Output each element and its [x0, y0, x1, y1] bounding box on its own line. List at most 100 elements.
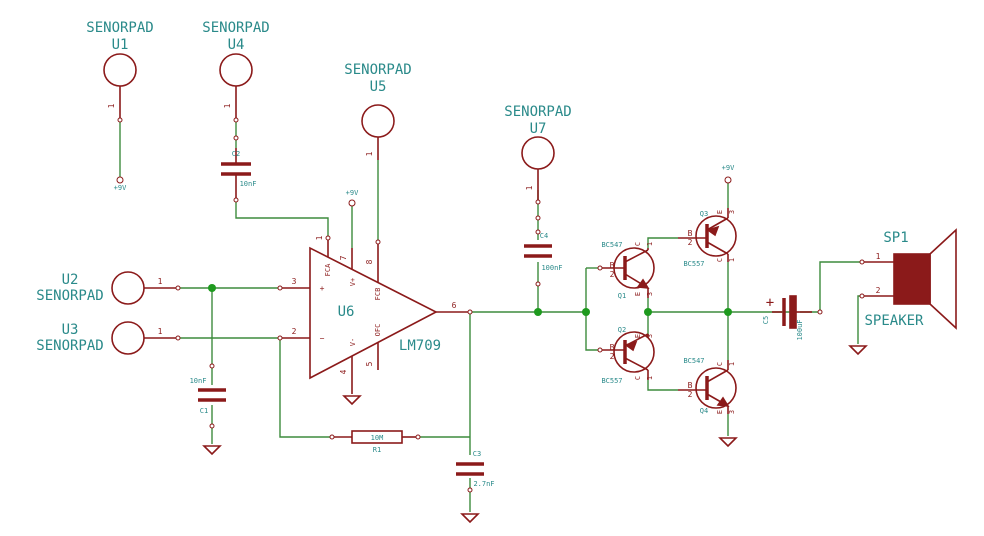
svg-text:8: 8 — [365, 259, 374, 264]
svg-text:SP1: SP1 — [883, 230, 908, 246]
svg-text:2: 2 — [876, 286, 881, 295]
svg-text:+9V: +9V — [722, 164, 735, 172]
svg-text:10M: 10M — [371, 434, 384, 442]
svg-text:SENORPAD: SENORPAD — [344, 62, 411, 78]
svg-text:4: 4 — [339, 369, 348, 374]
svg-text:C5: C5 — [762, 316, 770, 324]
svg-text:10nF: 10nF — [190, 377, 207, 385]
svg-text:C: C — [716, 362, 724, 366]
svg-text:3: 3 — [646, 334, 654, 338]
svg-text:E: E — [716, 210, 724, 214]
sensor-pad-u1: SENORPAD U1 1 +9V — [86, 20, 153, 192]
svg-text:B: B — [688, 229, 693, 238]
svg-text:100nF: 100nF — [541, 264, 562, 272]
transistor-q4: BC547 Q4 B 2 C 1 E 3 — [678, 357, 737, 415]
svg-text:U6: U6 — [338, 304, 355, 320]
svg-text:−: − — [320, 334, 325, 343]
sensor-pad-u7: SENORPAD U7 1 — [504, 104, 572, 221]
svg-text:C: C — [716, 258, 724, 262]
svg-text:SENORPAD: SENORPAD — [202, 20, 269, 36]
svg-text:2: 2 — [610, 352, 615, 361]
svg-text:FCA: FCA — [324, 263, 332, 276]
svg-text:1: 1 — [107, 103, 116, 108]
svg-text:C: C — [634, 242, 642, 246]
svg-text:E: E — [634, 334, 642, 338]
svg-text:C4: C4 — [540, 232, 548, 240]
svg-text:BC557: BC557 — [601, 377, 622, 385]
svg-text:V-: V- — [349, 338, 357, 346]
svg-text:C2: C2 — [232, 150, 240, 158]
svg-text:1: 1 — [158, 277, 163, 286]
svg-text:C3: C3 — [473, 450, 481, 458]
svg-text:2: 2 — [610, 270, 615, 279]
svg-text:3: 3 — [646, 292, 654, 296]
capacitor-c4: C4 100nF — [524, 229, 563, 287]
svg-text:2.7nF: 2.7nF — [473, 480, 494, 488]
capacitor-c1: 10nF C1 — [190, 363, 226, 429]
svg-text:SENORPAD: SENORPAD — [86, 20, 153, 36]
ground-symbols — [202, 345, 868, 524]
svg-text:6: 6 — [452, 301, 457, 310]
transistor-q2: Q2 BC557 B 2 E 3 C 1 — [597, 326, 655, 385]
svg-text:+9V: +9V — [346, 189, 359, 197]
svg-text:R1: R1 — [373, 446, 381, 454]
svg-text:1: 1 — [158, 327, 163, 336]
capacitor-c2: C2 10nF — [221, 135, 257, 203]
svg-text:U4: U4 — [228, 37, 245, 53]
svg-text:BC547: BC547 — [601, 241, 622, 249]
supply-9v-opamp: +9V — [346, 189, 359, 207]
svg-text:1: 1 — [365, 151, 374, 156]
transistor-q3: +9V Q3 BC557 B 2 E 3 C 1 — [678, 164, 737, 268]
capacitor-c5: + C5 100uF — [762, 295, 823, 341]
svg-text:E: E — [716, 410, 724, 414]
svg-text:2: 2 — [292, 327, 297, 336]
resistor-r1: 10M R1 — [329, 430, 421, 454]
transistor-q1: BC547 Q1 B 2 C 1 E 3 — [597, 241, 655, 300]
svg-text:3: 3 — [728, 210, 736, 214]
svg-text:Q1: Q1 — [618, 292, 626, 300]
speaker-sp1: SP1 1 2 SPEAKER — [859, 228, 957, 330]
svg-text:3: 3 — [292, 277, 297, 286]
sensor-pad-u5: SENORPAD U5 1 — [344, 62, 412, 160]
svg-text:SENORPAD: SENORPAD — [36, 338, 103, 354]
svg-text:1: 1 — [646, 376, 654, 380]
svg-text:100uF: 100uF — [796, 319, 804, 340]
svg-text:1: 1 — [728, 362, 736, 366]
svg-text:U1: U1 — [112, 37, 129, 53]
svg-text:Q4: Q4 — [700, 407, 708, 415]
svg-text:1: 1 — [315, 235, 324, 240]
svg-text:10nF: 10nF — [240, 180, 257, 188]
svg-text:Q2: Q2 — [618, 326, 626, 334]
svg-text:1: 1 — [876, 252, 881, 261]
svg-text:U2: U2 — [62, 272, 79, 288]
svg-text:B: B — [610, 343, 615, 352]
svg-text:U7: U7 — [530, 121, 547, 137]
junctions — [208, 284, 732, 316]
wires — [119, 120, 862, 512]
capacitor-c3: C3 2.7nF — [456, 450, 495, 493]
svg-text:LM709: LM709 — [399, 338, 441, 354]
svg-text:C: C — [634, 376, 642, 380]
svg-text:2: 2 — [688, 390, 693, 399]
svg-text:1: 1 — [525, 185, 534, 190]
svg-text:BC557: BC557 — [683, 260, 704, 268]
svg-text:FCB: FCB — [374, 288, 382, 301]
opamp-u6: 1 7 8 3 2 4 5 6 FCA V+ FCB + − V- OFC U6… — [277, 235, 473, 394]
svg-text:OFC: OFC — [374, 324, 382, 337]
svg-text:1: 1 — [223, 103, 232, 108]
svg-text:+9V: +9V — [114, 184, 127, 192]
svg-text:SENORPAD: SENORPAD — [504, 104, 571, 120]
svg-text:V+: V+ — [349, 278, 357, 286]
svg-text:B: B — [610, 261, 615, 270]
svg-text:+: + — [320, 284, 325, 293]
sensor-pad-u4: SENORPAD U4 1 — [202, 20, 270, 123]
svg-text:Q3: Q3 — [700, 210, 708, 218]
sensor-pad-u2: U2 SENORPAD 1 — [36, 271, 181, 305]
svg-text:1: 1 — [646, 242, 654, 246]
svg-text:3: 3 — [728, 410, 736, 414]
svg-text:B: B — [688, 381, 693, 390]
svg-text:SPEAKER: SPEAKER — [864, 313, 924, 329]
svg-text:5: 5 — [365, 361, 374, 366]
svg-text:SENORPAD: SENORPAD — [36, 288, 103, 304]
